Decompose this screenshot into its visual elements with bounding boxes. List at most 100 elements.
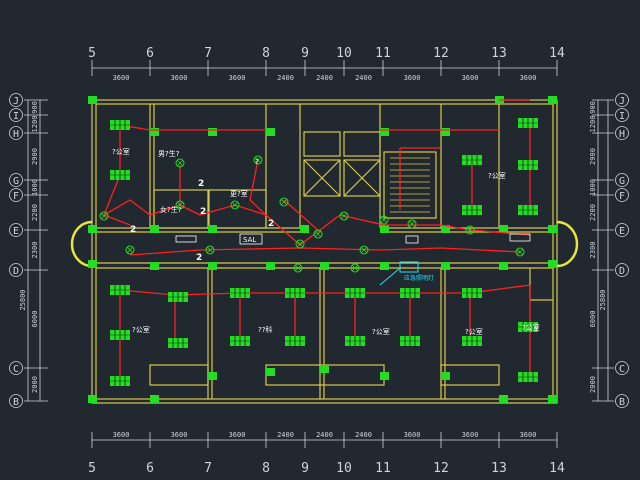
column-block [548,96,557,104]
column-block [499,262,508,270]
column-block [548,395,557,403]
bottom-dim-value: 2400 [277,431,294,439]
left-axis-bubble [9,173,23,187]
column-block [208,225,217,233]
bottom-axis-label: 10 [336,461,352,476]
circuit-num: 2 [268,219,274,229]
top-axis-label: 6 [146,46,154,61]
bottom-dim-value: 2400 [316,431,333,439]
lamp-cross [296,240,304,248]
bottom-axis-label: 6 [146,461,154,476]
emergency-label: 应急照明灯 [404,274,434,282]
left-axis-bubble [9,394,23,408]
top-axis-label: 7 [204,46,212,61]
right-axis-label: J [619,96,625,107]
column-block [266,262,275,270]
light-fixtures [110,118,538,386]
bottom-axis-label: 14 [549,461,565,476]
top-dim-value: 2400 [355,74,372,82]
bottom-dim-value: 3600 [520,431,537,439]
ceiling-lamp-icon [515,247,525,257]
sal-tag: SAL [243,236,256,244]
column-block [441,372,450,380]
left-dim-value: 1000 [31,179,39,196]
top-dim-value: 3600 [171,74,188,82]
ceiling-lamp-icon [350,263,360,273]
bottom-axis-label: 8 [262,461,270,476]
bottom-axis-label: 13 [491,461,507,476]
column-block [88,96,97,104]
column-block [548,225,557,233]
bottom-dim-value: 3600 [462,431,479,439]
left-axis-label: E [13,226,19,237]
right-axis-label: D [619,266,625,277]
right-dim-value: 6000 [589,311,597,328]
left-axis: JIHGFEDCB9001200290010002200230060002000… [9,93,48,408]
bottom-axis-label: 9 [301,461,309,476]
column-block [499,395,508,403]
bottom-axis-label: 12 [433,461,449,476]
lamp-cross [280,198,288,206]
structural-columns [88,96,557,403]
stair-treads [390,157,430,213]
right-axis-bubble [615,361,629,375]
right-axis-label: G [619,176,625,187]
ceiling-lamp-icon [379,215,389,225]
column-block [208,262,217,270]
top-axis-label: 12 [433,46,449,61]
top-dim-value: 3600 [462,74,479,82]
left-axis-label: H [13,129,19,140]
lamp-cross [466,226,474,234]
top-dim-value: 2400 [277,74,294,82]
room-label-changing: 更?室 [230,189,248,198]
room-label-office-nw: ?公室 [112,147,130,156]
bottom-axis-label: 7 [204,461,212,476]
left-axis-label: I [13,111,19,122]
room-label-office-se: ?公室 [465,327,483,336]
left-total-dim: 25800 [19,289,27,310]
emergency-symbol: 应急照明灯 [379,261,434,286]
right-axis-label: E [619,226,625,237]
column-block [300,225,309,233]
circuit-num: 2 [196,253,202,263]
left-axis-bubble [9,108,23,122]
left-dim-value: 2300 [31,242,39,259]
right-dim-value: 1200 [589,116,597,133]
column-block [266,368,275,376]
column-block [266,128,275,136]
right-dim-value: 900 [589,101,597,114]
column-block [150,262,159,270]
building-walls [91,99,558,404]
left-axis-bubble [9,361,23,375]
column-block [548,260,557,268]
lamp-cross [340,212,348,220]
left-dim-value: 2200 [31,204,39,221]
ceiling-lamp-icon [230,200,240,210]
bottom-dim-value: 3600 [113,431,130,439]
column-block [441,262,450,270]
ceiling-lamp-icon [339,211,349,221]
lamp-cross [126,246,134,254]
room-label-office-ne: ?公室 [488,171,506,180]
room-labels: ?公室 男?生? ? 女?生? 更?室 ?公室 ?公室 ??科 ?公室 ?公室 … [112,147,540,336]
column-block [441,225,450,233]
bottom-dim-value: 3600 [229,431,246,439]
right-axis-bubble [615,223,629,237]
column-block [208,128,217,136]
left-axis-bubble [9,188,23,202]
right-axis-bubble [615,263,629,277]
left-axis-bubble [9,263,23,277]
top-dim-value: 3600 [229,74,246,82]
room-label-mens: 男?生? [158,149,180,158]
column-block [88,260,97,268]
lamp-cross [100,212,108,220]
room-label-office-sw: ?公室 [132,325,150,334]
left-axis-label: F [13,191,19,202]
ceiling-lamp-icon [465,225,475,235]
lamp-cross [231,201,239,209]
column-block [88,225,97,233]
column-block [380,372,389,380]
right-axis-label: I [619,111,625,122]
right-axis-bubble [615,394,629,408]
